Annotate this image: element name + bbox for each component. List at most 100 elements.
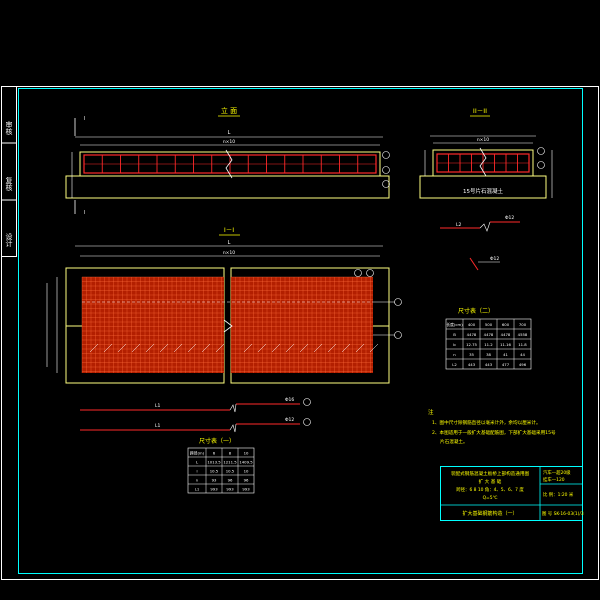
dimension-table-2: 尺寸表（二） 长度(cm)BbnL2400447812.753544350044…	[445, 307, 532, 370]
plan-view: I－I L n×10	[46, 226, 402, 384]
plan-tick	[341, 343, 351, 353]
table2-cell: b	[453, 342, 456, 347]
table1-cell: 96	[244, 477, 249, 482]
plan-tick	[285, 343, 295, 353]
front-bubble-2	[382, 166, 390, 174]
cut-mark-top: I	[84, 116, 85, 122]
table1-outline	[187, 447, 255, 494]
inner-border	[18, 88, 583, 574]
plan-mesh-right	[231, 277, 373, 373]
front-dim-L: L	[228, 130, 231, 136]
table1-cell: 96	[228, 477, 233, 482]
table2-cell: 500	[485, 322, 493, 327]
table1-cell: 93	[212, 477, 217, 482]
plan-bubble-1	[354, 269, 362, 277]
front-elevation: 立 面 L n×10 I I	[65, 106, 390, 216]
table2-cell: 496	[519, 362, 527, 367]
outer-frame	[1, 86, 599, 580]
plan-mesh-left	[82, 277, 224, 373]
detail-bar-l2: L2	[456, 222, 462, 228]
bar2-length: L1	[155, 423, 161, 429]
plan-tick	[131, 343, 141, 353]
table2-cell: 41	[503, 352, 508, 357]
notes-heading: 注	[428, 408, 434, 416]
notes: 注 1、图中尺寸除钢筋直径以毫米计外，余均以厘米计。 2、本图适用于一般扩大基础…	[428, 408, 556, 445]
dimension-table-1: 尺寸表（一） 跨径(m)LlnL161013.510.59399381211.5…	[187, 437, 255, 494]
table2-cell: 4558	[518, 332, 528, 337]
table1-cell: L	[196, 459, 199, 464]
plan-view-title: I－I	[224, 226, 234, 234]
rebar-bubble-1	[303, 398, 311, 406]
table1-cell: 993	[226, 486, 234, 491]
side-label-check: 复核	[5, 176, 13, 192]
plan-tick	[299, 343, 309, 353]
tb-subtitle: 扩 大 基 础	[479, 478, 502, 485]
plan-tick	[327, 343, 337, 353]
table2-cell: L2	[452, 362, 457, 367]
plan-tick	[89, 343, 99, 353]
notes-line-3: 片石混凝土。	[440, 438, 468, 445]
tb-scale: 比 例：1:20 米	[543, 491, 574, 498]
bar2-dia: Φ12	[285, 417, 294, 423]
tb-design-load: 汽车—超20级	[543, 469, 571, 476]
title-block: 装配式钢筋混凝土板桥上部构造通用图 扩 大 基 础 跨径：6 8 10 角：4、…	[440, 466, 584, 521]
table1-cell: 6	[213, 450, 216, 455]
table1-cell: 10	[244, 450, 249, 455]
table2-cell: 12.75	[466, 342, 477, 347]
plan-tick	[201, 343, 211, 353]
table2-cell: 11.2	[484, 342, 493, 347]
front-bedding	[65, 175, 390, 199]
section-stirrups	[436, 154, 530, 172]
table1-cell: 993	[210, 486, 218, 491]
plan-tick	[145, 343, 155, 353]
notes-line-1: 1、图中尺寸除钢筋直径以毫米计外，余均以厘米计。	[432, 419, 541, 426]
plan-bubble-2	[366, 269, 374, 277]
detail-bar-dia: Φ12	[505, 215, 514, 221]
plan-rebar-grid	[81, 276, 379, 373]
bar1-length: L1	[155, 403, 161, 409]
table2-cell: 35	[469, 352, 474, 357]
tb-check-load: 挂车—120	[543, 476, 565, 483]
table2-cell: 44	[520, 352, 525, 357]
table1-cell: n	[196, 477, 199, 482]
table2-title: 尺寸表（二）	[458, 307, 494, 315]
plan-tick	[243, 343, 253, 353]
table2-cell: 38	[486, 352, 491, 357]
plan-tick	[173, 343, 183, 353]
table1-cell: 10.5	[226, 468, 235, 473]
plan-bubble-5	[394, 331, 402, 339]
notes-line-2: 2、本图适用于一般扩大基础配筋图，下部扩大基础采用15号	[432, 429, 556, 436]
section-break-mark	[479, 147, 487, 177]
side-label-design: 设计	[5, 232, 13, 248]
plan-dim-L: L	[228, 240, 231, 246]
cut-mark-bottom: I	[84, 210, 85, 216]
table1-cell: L1	[195, 486, 200, 491]
plan-tick	[187, 343, 197, 353]
section-bedding	[419, 175, 547, 199]
bar1-dia: Φ16	[285, 397, 294, 403]
front-stirrups	[83, 155, 377, 173]
table1-cell: 1211.5	[223, 459, 237, 464]
table2-outline	[445, 318, 532, 370]
plan-dim-nx10: n×10	[223, 250, 235, 256]
table1-cell: 993	[242, 486, 250, 491]
rebar-bubble-2	[303, 418, 311, 426]
plan-break-mark	[223, 319, 233, 333]
table2-cell: 400	[468, 322, 476, 327]
table1-cell: 跨径(m)	[190, 450, 205, 455]
detail-bar-dia-2: Φ12	[490, 256, 499, 262]
section-view-title: II－II	[473, 107, 487, 115]
table2-cell: 11.8	[518, 342, 527, 347]
plan-tick	[271, 343, 281, 353]
table2-cell: 443	[485, 362, 493, 367]
rebar-details: L1 Φ16 L1 Φ12	[80, 397, 311, 433]
table2-cell: 443	[468, 362, 476, 367]
table1-cell: 1409.5	[239, 459, 253, 464]
table1-cell: 1013.5	[207, 459, 221, 464]
table2-cell: 600	[502, 322, 510, 327]
table2-cell: 700	[519, 322, 527, 327]
front-dim-nx10: n×10	[223, 139, 235, 145]
tb-load: Q=5℃	[483, 495, 498, 501]
table2-cell: n	[453, 352, 456, 357]
